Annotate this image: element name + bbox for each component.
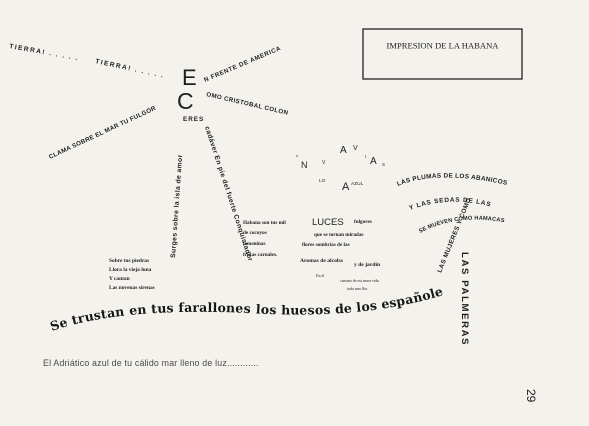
luces-line5b: y de jardín bbox=[354, 262, 381, 268]
luces-small1: En el bbox=[316, 273, 325, 278]
surges-text: Surges sobre la isla de amor bbox=[170, 154, 184, 258]
navias-s: S bbox=[382, 162, 385, 167]
navias-lo: LO bbox=[319, 178, 326, 184]
navias-a2: A bbox=[370, 156, 377, 167]
title-label: IMPRESION DE LA HABANA bbox=[387, 41, 500, 51]
luces-small2: camino de mi amor vida bbox=[340, 278, 379, 283]
luces-line4: frutas carnales. bbox=[243, 252, 278, 258]
navias-v-small: V bbox=[322, 160, 326, 166]
luces-line3a: femeninas bbox=[243, 241, 265, 247]
frente-text: N FRENTE DE AMERICA bbox=[203, 45, 282, 84]
navias-i: I bbox=[365, 154, 366, 159]
left-poem-line-4: Las novenas sirenas bbox=[109, 285, 155, 291]
plumas-text: LAS PLUMAS DE LOS ABANICOS bbox=[396, 172, 508, 187]
navias-n: N bbox=[301, 160, 308, 170]
navias-azul: AZUL bbox=[351, 181, 364, 187]
palmeras-text: LAS PALMERAS bbox=[459, 252, 470, 346]
adriatico-text: El Adriático azul de tu cálido mar lleno… bbox=[43, 358, 259, 368]
left-poem-line-1: Sobre tus piedras bbox=[109, 258, 149, 264]
navias-dot: o bbox=[296, 154, 298, 158]
eres-text: ERES bbox=[183, 116, 204, 123]
left-poem-line-3: Y cantan bbox=[109, 276, 130, 282]
luces-line1b: fulgores bbox=[354, 219, 372, 225]
navias-a3: A bbox=[342, 181, 350, 193]
sedas-text: Y LAS SEDAS DE LAS bbox=[408, 197, 492, 212]
tierra-text-2: TIERRA! . . . . . bbox=[95, 58, 165, 80]
big-letter-c: C bbox=[177, 88, 194, 114]
clama-text: CLAMA SOBRE EL MAR TU FULGOR bbox=[48, 105, 158, 161]
page-number: 29 bbox=[524, 389, 538, 403]
navias-a-big: A bbox=[340, 145, 347, 156]
left-poem-line-2: Llora la vieja luna bbox=[109, 267, 152, 273]
tierra-text-1: TIERRA! . . . . . bbox=[9, 43, 80, 62]
colon-text: OMO CRISTOBAL COLON bbox=[206, 91, 290, 117]
luces-line3b: flores sombrías de las bbox=[302, 242, 350, 248]
luces-word: LUCES bbox=[312, 217, 344, 228]
luces-line1a: Habana son tus mil bbox=[243, 220, 286, 226]
title-box bbox=[362, 28, 523, 80]
navias-v: V bbox=[353, 145, 358, 152]
luces-line5a: Aromas de alcoba bbox=[300, 258, 343, 264]
luces-small3: toda una flor bbox=[347, 286, 368, 291]
luces-line2b: que se tornan miradas bbox=[314, 232, 363, 238]
luces-line2a: de cocuyos bbox=[243, 230, 267, 236]
big-letter-e: E bbox=[182, 65, 197, 90]
